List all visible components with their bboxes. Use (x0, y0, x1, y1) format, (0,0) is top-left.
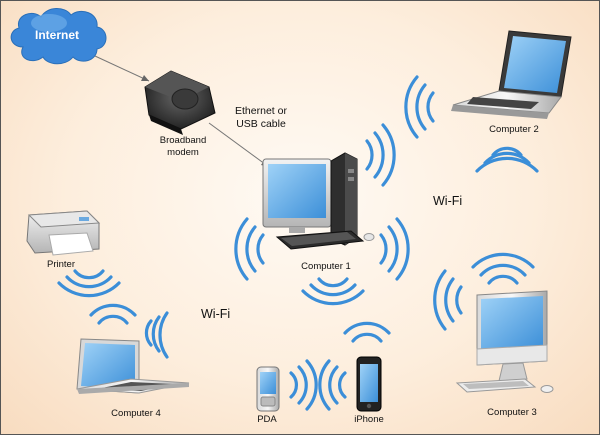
computer-4-label: Computer 4 (111, 408, 161, 419)
printer-label: Printer (47, 259, 75, 270)
cloud-icon (10, 8, 107, 65)
pda-label: PDA (257, 414, 277, 425)
internet-modem-line (94, 55, 150, 82)
modem-computer-cable (208, 122, 270, 168)
internet-label: Internet (35, 28, 80, 42)
iphone-label: iPhone (354, 414, 384, 425)
wifi-signal-icon (57, 75, 539, 411)
computer-3-label: Computer 3 (487, 407, 537, 418)
imac-icon (455, 290, 554, 393)
laptop-icon (76, 338, 190, 394)
modem-icon (144, 70, 216, 135)
wifi-label-left: Wi-Fi (201, 307, 231, 321)
cable-label-line1: Ethernet or (235, 105, 287, 117)
smartphone-icon (356, 356, 382, 412)
cable-label: Ethernet or USB cable (229, 105, 293, 131)
wifi-label-right: Wi-Fi (433, 194, 463, 208)
desktop-computer-icon (262, 152, 375, 250)
computer-2-label: Computer 2 (489, 124, 539, 135)
modem-label-line1: Broadband (159, 135, 207, 146)
pda-icon (256, 366, 280, 412)
cable-label-line2: USB cable (236, 118, 286, 130)
laptop-icon (451, 30, 572, 119)
printer-icon (26, 210, 101, 256)
computer-1-label: Computer 1 (301, 261, 351, 272)
modem-label-line2: modem (167, 147, 199, 158)
modem-label: Broadband modem (153, 135, 213, 159)
